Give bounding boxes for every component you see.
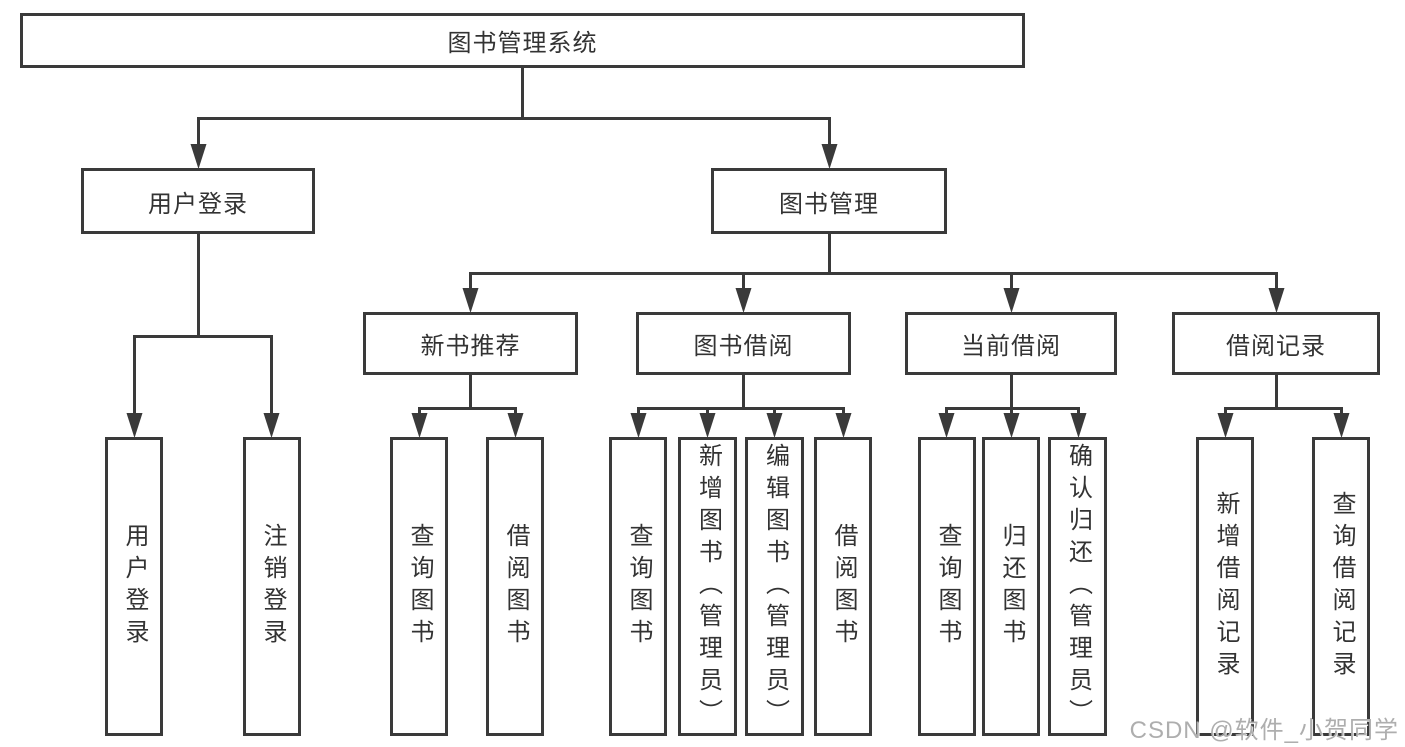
leaf-query-books-current: 查询图书 — [918, 437, 976, 736]
leaf-label: 注销登录 — [259, 522, 286, 651]
leaf-label: 确认归还（管理员） — [1064, 442, 1092, 731]
node-label: 图书借阅 — [693, 333, 794, 360]
node-book-management-module: 图书管理 — [711, 168, 947, 234]
node-root-system: 图书管理系统 — [20, 13, 1025, 68]
leaf-label: 查询借阅记录 — [1328, 490, 1355, 683]
node-new-book-recommend: 新书推荐 — [363, 312, 578, 375]
leaf-user-login: 用户登录 — [105, 437, 163, 736]
leaf-query-books-borrowing: 查询图书 — [609, 437, 667, 736]
node-user-login-module: 用户登录 — [81, 168, 315, 234]
leaf-label: 编辑图书（管理员） — [761, 442, 789, 731]
node-book-borrowing: 图书借阅 — [636, 312, 851, 375]
leaf-label: 借阅图书 — [502, 522, 529, 651]
leaf-return-books: 归还图书 — [982, 437, 1040, 736]
leaf-label: 查询图书 — [934, 522, 961, 651]
leaf-logout: 注销登录 — [243, 437, 301, 736]
node-borrowing-records: 借阅记录 — [1172, 312, 1380, 375]
leaf-label: 用户登录 — [121, 522, 148, 651]
leaf-add-borrow-record: 新增借阅记录 — [1196, 437, 1254, 736]
leaf-query-books-recommend: 查询图书 — [390, 437, 448, 736]
node-current-borrowing: 当前借阅 — [905, 312, 1117, 375]
leaf-label: 归还图书 — [998, 522, 1025, 651]
node-root-label: 图书管理系统 — [447, 30, 598, 57]
leaf-add-books-admin: 新增图书（管理员） — [678, 437, 737, 736]
leaf-query-borrow-record: 查询借阅记录 — [1312, 437, 1370, 736]
node-label: 当前借阅 — [961, 333, 1061, 360]
node-label: 用户登录 — [148, 190, 248, 218]
leaf-label: 查询图书 — [625, 522, 652, 651]
csdn-watermark: CSDN @软件_小贺同学 — [1129, 717, 1399, 744]
leaf-label: 新增借阅记录 — [1212, 490, 1239, 683]
leaf-label: 查询图书 — [406, 522, 433, 651]
leaf-confirm-return-admin: 确认归还（管理员） — [1048, 437, 1107, 736]
leaf-edit-books-admin: 编辑图书（管理员） — [745, 437, 804, 736]
node-label: 新书推荐 — [420, 333, 521, 360]
node-label: 借阅记录 — [1226, 333, 1326, 360]
leaf-label: 新增图书（管理员） — [694, 442, 722, 731]
leaf-label: 借阅图书 — [830, 522, 857, 651]
leaf-borrow-books: 借阅图书 — [814, 437, 872, 736]
node-label: 图书管理 — [779, 190, 879, 218]
leaf-borrow-books-recommend: 借阅图书 — [486, 437, 544, 736]
